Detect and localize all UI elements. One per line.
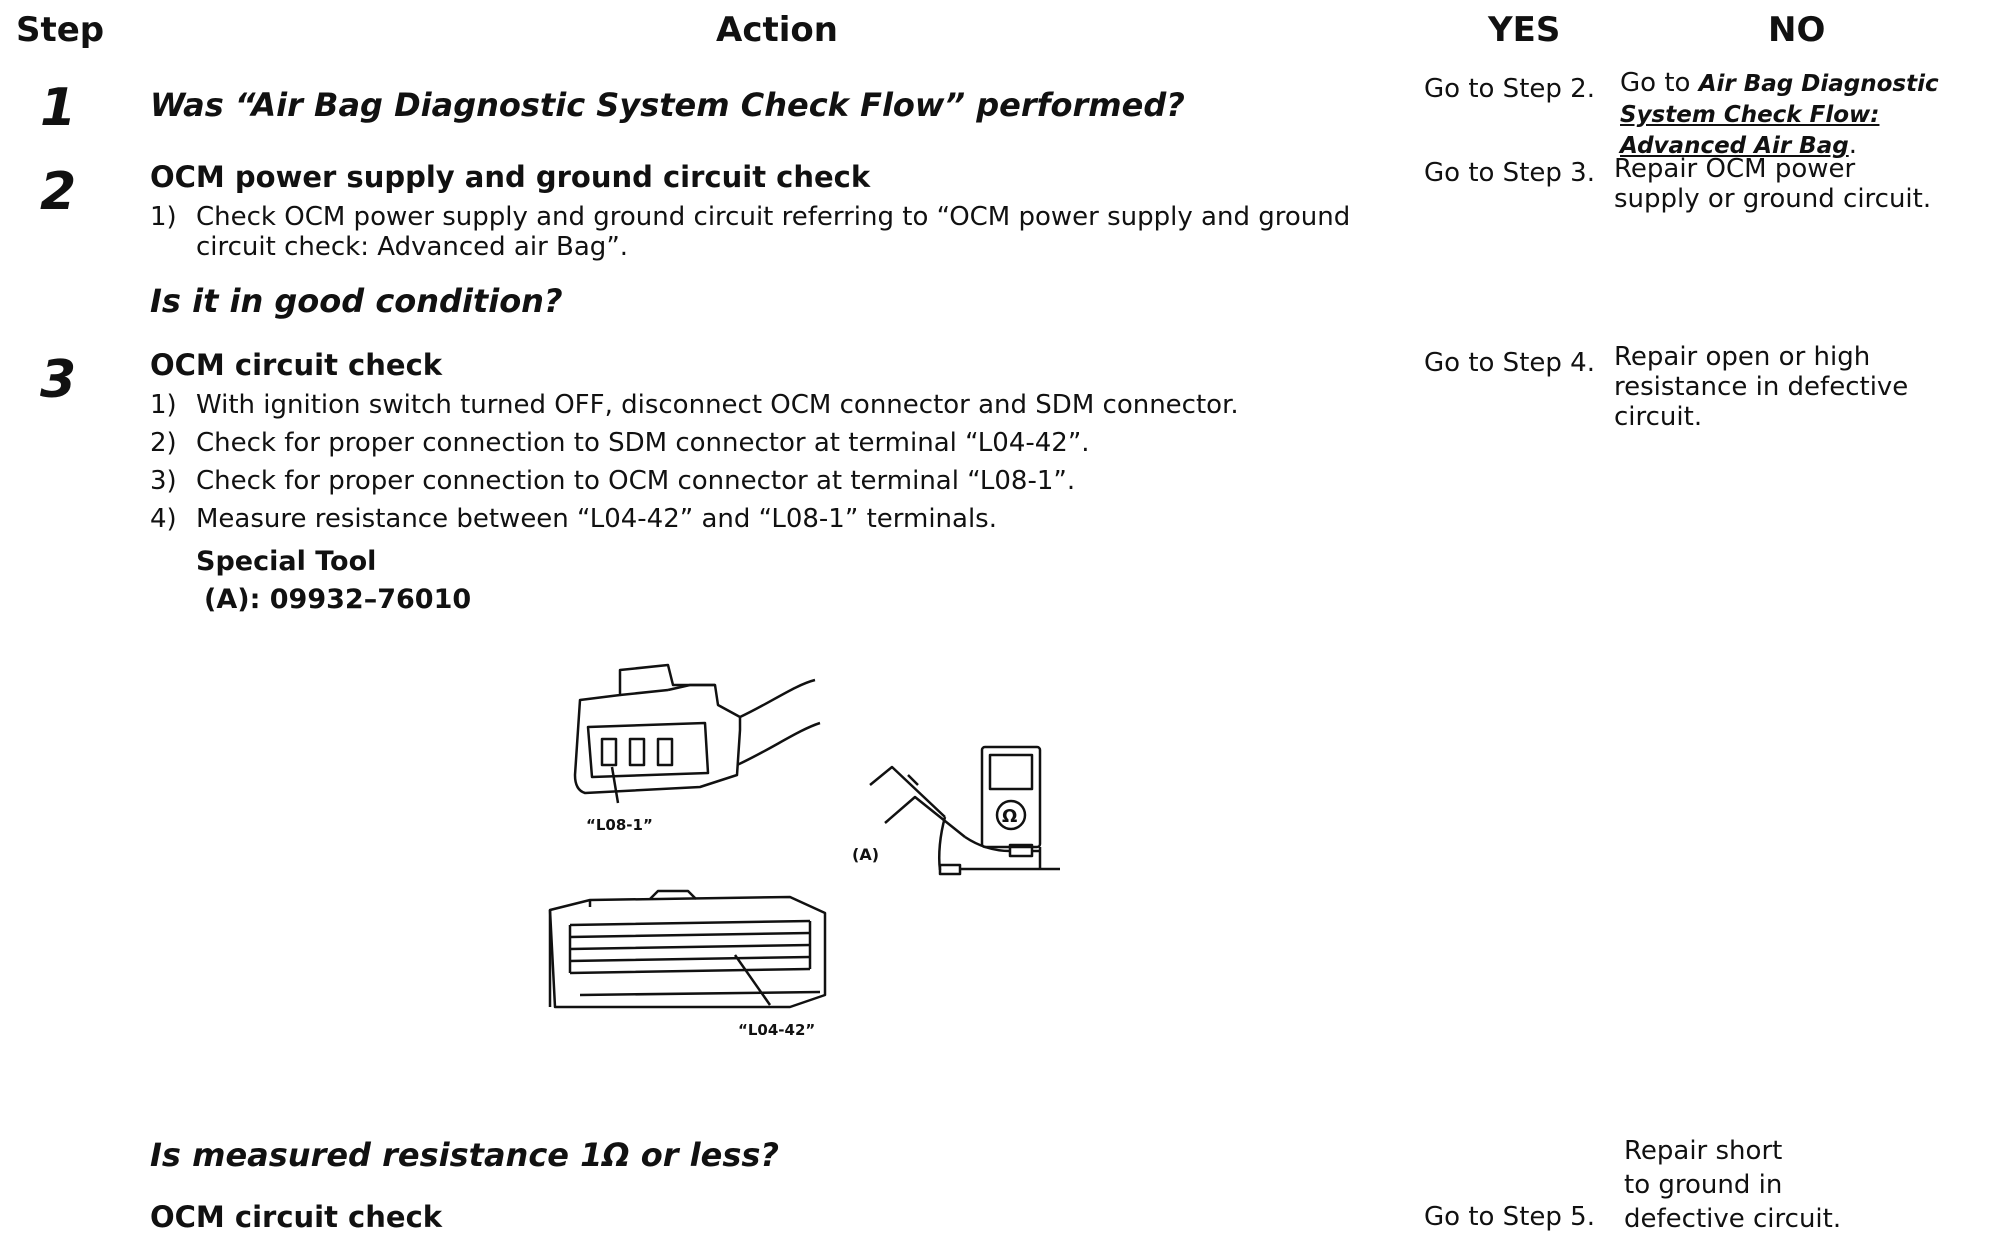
header-no: NO [1768, 10, 1826, 50]
sdm-connector-illustration [548, 889, 827, 1009]
meter-ohm-symbol: Ω [1002, 806, 1017, 827]
step-2-title: OCM power supply and ground circuit chec… [150, 160, 871, 194]
header-yes: YES [1488, 10, 1561, 50]
step-3-number: 3 [40, 350, 77, 410]
step-2-item-1-num: 1) [150, 202, 177, 232]
step-2-yes: Go to Step 3. [1424, 158, 1595, 188]
step-4-title: OCM circuit check [150, 1200, 443, 1234]
step-4-no-line2: to ground in [1624, 1170, 1783, 1200]
step-3-item-1-text: With ignition switch turned OFF, disconn… [196, 390, 1239, 420]
step-1-no-suffix: . [1848, 130, 1857, 160]
step-3-yes: Go to Step 4. [1424, 348, 1595, 378]
step-4-yes: Go to Step 5. [1424, 1202, 1595, 1232]
step-3-no-line3: circuit. [1614, 402, 1703, 432]
test-probes-illustration [869, 765, 1060, 876]
step-2-number: 2 [40, 162, 77, 222]
step-1-no-link-line3[interactable]: Advanced Air Bag [1620, 133, 1849, 159]
step-2-no-line2: supply or ground circuit. [1614, 184, 1932, 214]
step-2-item-1-line1: Check OCM power supply and ground circui… [196, 202, 1351, 232]
step-4-no-line3: defective circuit. [1624, 1204, 1842, 1234]
step-1-no-prefix: Go to [1620, 68, 1691, 98]
step-2-question: Is it in good condition? [150, 282, 563, 320]
step-3-item-1-num: 1) [150, 390, 177, 420]
step-1-number: 1 [40, 78, 77, 138]
connector-measurement-diagram: “L08-1” “L04-42” (A) Ω [548, 663, 1060, 1039]
step-2-item-1-line2: circuit check: Advanced air Bag”. [196, 232, 629, 262]
step-3-question: Is measured resistance 1Ω or less? [150, 1136, 779, 1174]
ocm-connector-illustration [573, 663, 821, 804]
step-3-no-line2: resistance in defective [1614, 372, 1909, 402]
step-3-title: OCM circuit check [150, 348, 443, 382]
step-3-item-4-num: 4) [150, 504, 177, 534]
special-tool-label: Special Tool [196, 546, 377, 577]
label-a: (A) [852, 845, 879, 864]
step-1-no-link-line2[interactable]: System Check Flow: [1620, 102, 1880, 128]
step-3-item-3-num: 3) [150, 466, 177, 496]
step-3-item-4: 4) Measure resistance between “L04-42” an… [150, 504, 997, 534]
step-1-yes: Go to Step 2. [1424, 74, 1595, 104]
header-step: Step [16, 10, 105, 50]
step-4-no-line1: Repair short [1624, 1136, 1783, 1166]
label-l04: “L04-42” [738, 1021, 815, 1039]
step-3-item-1: 1) With ignition switch turned OFF, disco… [150, 390, 1239, 420]
multimeter-illustration [980, 745, 1042, 869]
step-2-item-1: 1) Check OCM power supply and ground circ… [150, 202, 1350, 232]
step-3-item-3: 3) Check for proper connection to OCM con… [150, 466, 1075, 496]
step-3-item-2-text: Check for proper connection to SDM conne… [196, 428, 1090, 458]
step-3-no-line1: Repair open or high [1614, 342, 1871, 372]
step-2-no-line1: Repair OCM power [1614, 154, 1856, 184]
step-3-item-3-text: Check for proper connection to OCM conne… [196, 466, 1076, 496]
step-3-item-2: 2) Check for proper connection to SDM con… [150, 428, 1090, 458]
special-tool-value: (A): 09932–76010 [204, 584, 472, 615]
step-3-item-2-num: 2) [150, 428, 177, 458]
step-1-no: Go to Air Bag Diagnostic System Check Fl… [1620, 68, 1960, 161]
step-3-no: Repair open or high resistance in defect… [1614, 342, 1908, 432]
step-1-no-link-line1[interactable]: Air Bag Diagnostic [1698, 71, 1939, 97]
label-l08: “L08-1” [586, 816, 653, 834]
step-2-no: Repair OCM power supply or ground circui… [1614, 154, 1931, 214]
step-4-no: Repair short to ground in defective circ… [1624, 1134, 1841, 1236]
step-1-question: Was “Air Bag Diagnostic System Check Flo… [150, 86, 1185, 124]
step-3-item-4-text: Measure resistance between “L04-42” and … [196, 504, 997, 534]
header-action: Action [716, 10, 838, 50]
